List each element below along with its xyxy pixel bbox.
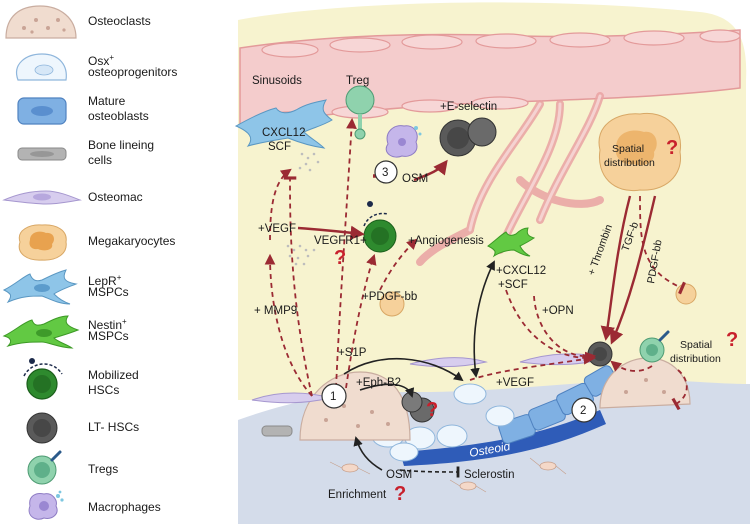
legend-item-megakaryocytes: Megakaryocytes [0,222,225,262]
legend-label: Macrophages [88,500,161,514]
legend-label-line2: MSPCs [88,285,129,299]
legend-item-lepr-mspcs: LepR+ MSPCs [0,266,225,306]
cxcl12-label: CXCL12 [262,127,305,139]
legend-label-line2: MSPCs [88,329,129,343]
legend-label-line2: HSCs [88,383,120,397]
legend-label-line2: cells [88,153,113,167]
legend-label: Bone lineing [88,138,155,152]
spatial-right-label: Spatial [680,339,712,351]
vegfr1-label: VEGFR1+ [314,235,367,247]
sinusoids-label: Sinusoids [252,75,302,87]
question-mark-megakaryocyte: ? [666,137,678,159]
ephb2-label: +Eph-B2 [356,377,401,389]
question-mark-vegfr1: ? [334,247,346,269]
osm-top-label: OSM [402,173,428,185]
legend-label: Osteomac [88,190,143,204]
question-mark-treg: ? [726,329,738,351]
enrichment-label: Enrichment [328,489,387,501]
mmp9-label: + MMP9 [254,305,297,317]
spatial-top-label: Spatial [612,143,644,155]
legend-label: LepR+ [88,273,122,288]
megakaryocyte-cell [598,112,682,192]
bone-lining-cell [261,425,293,437]
bone-marrow-niche-diagram: Osteoid [234,2,750,524]
s1p-label: +S1P [338,347,367,359]
distribution-right-label: distribution [670,353,721,365]
step-1-marker: 1 [321,383,347,409]
treg-label: Treg [346,75,369,87]
solid-arrows [297,159,657,345]
scf-nestin-label: +SCF [498,279,528,291]
osm-bottom-label: OSM [386,469,412,481]
mature-osteoblast-icon [17,97,67,125]
question-mark-hsc: ? [426,399,438,421]
sclerostin-label: Sclerostin [464,469,515,481]
mobilized-hsc-cell [363,201,397,253]
step-1-label: 1 [330,391,336,403]
legend-item-mature-osteoblasts: Mature osteoblasts [0,90,225,130]
legend-label: Megakaryocytes [88,234,176,248]
mature-osteoblasts [498,365,619,444]
legend-label: Nestin+ [88,317,127,332]
step-2-marker: 2 [571,397,597,423]
osteoclast-icon [5,5,77,39]
osteoprogenitors [371,383,515,462]
legend-label-line2: osteoblasts [88,109,149,123]
megakaryocyte-small [675,283,697,305]
treg-cell-top [345,85,375,140]
megakaryocyte-mid [379,291,405,317]
step-3-marker: 3 [374,160,398,184]
legend-item-macrophages: Macrophages [0,486,225,526]
osteocytes [341,461,557,491]
macrophage-cell [385,125,422,158]
step-3-label: 3 [382,167,388,179]
osteoid-layer [400,410,606,466]
legend-label: Osx+ [88,53,115,68]
legend-item-nestin-mspcs: Nestin+ MSPCs [0,310,225,350]
lt-hsc-pair [439,117,497,157]
nestin-mspc-icon [2,315,80,349]
lepr-mspc-cell [234,99,333,149]
legend-item-osteoclasts: Osteoclasts [0,2,225,42]
legend-item-mobilized-hscs: Mobilized HSCs [0,356,225,404]
legend-label: Osteoclasts [88,14,151,28]
distribution-top-label: distribution [604,157,655,169]
cxcl12-nestin-label: +CXCL12 [496,265,546,277]
legend-label: Mobilized [88,368,139,382]
legend-label-line2: osteoprogenitors [88,65,178,79]
vegf-mid-label: +VEGF [496,377,534,389]
legend-item-lt-hscs: LT- HSCs [0,408,225,448]
lepr-mspc-icon [2,269,78,305]
legend-label: Mature [88,94,126,108]
osteoprogenitor-icon [16,53,67,81]
opn-label: +OPN [542,305,574,317]
black-arrows [343,260,495,478]
lt-hsc-right [587,341,613,367]
lt-hsc-icon [26,412,58,444]
legend-label: LT- HSCs [88,420,140,434]
treg-cell-right [639,330,670,363]
question-mark-enrichment: ? [394,483,406,505]
angiogenesis-label: +Angiogenesis [408,235,484,247]
legend-item-tregs: Tregs [0,448,225,488]
legend: Osteoclasts Osx+ osteoprogenitors Mature… [0,0,225,524]
nestin-mspc-cell [487,227,536,258]
lt-hsc-center [401,391,435,423]
vegf-left-label: +VEGF [258,223,296,235]
treg-icon [27,450,62,485]
e-selectin-label: +E-selectin [440,101,497,113]
mobilized-hsc-icon [23,358,63,400]
step-2-label: 2 [580,405,586,417]
macrophage-icon [28,490,64,520]
vegf-dots [286,152,320,266]
pdgfbb-mid-label: +PDGF-bb [362,291,417,303]
legend-item-osteoprogenitors: Osx+ osteoprogenitors [0,46,225,86]
bone-lining-cell-icon [17,147,67,161]
legend-label: Tregs [88,462,119,476]
legend-item-bone-lining-cells: Bone lineing cells [0,134,225,174]
megakaryocyte-icon [18,224,67,261]
scf-label: SCF [268,141,291,153]
osteomac-icon [2,190,82,205]
legend-item-osteomac: Osteomac [0,178,225,218]
